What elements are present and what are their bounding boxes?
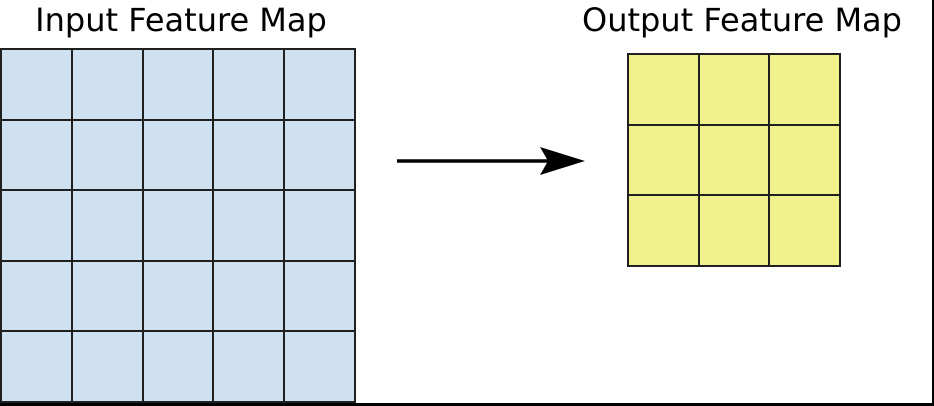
input-grid-cell — [143, 261, 213, 331]
output-grid-cell — [770, 55, 839, 124]
input-grid-cell — [72, 191, 142, 260]
input-grid-cell — [285, 50, 354, 119]
input-grid-cell — [2, 332, 71, 401]
input-feature-map-grid — [0, 48, 356, 403]
output-grid-cell — [629, 196, 698, 265]
input-grid-cell — [285, 191, 354, 260]
input-grid-cell — [143, 50, 213, 119]
input-grid-cell — [285, 261, 354, 331]
input-grid-cell — [2, 120, 71, 190]
output-grid-cell — [770, 125, 839, 195]
output-feature-map-grid — [627, 53, 841, 267]
input-grid-cell — [214, 50, 284, 119]
input-grid-cell — [214, 261, 284, 331]
output-grid-cell — [770, 196, 839, 265]
input-grid-cell — [214, 120, 284, 190]
input-grid-cell — [72, 120, 142, 190]
input-grid-cell — [72, 332, 142, 401]
output-grid-cell — [699, 196, 769, 265]
input-grid-cell — [214, 332, 284, 401]
output-grid-cell — [699, 55, 769, 124]
input-grid-cell — [72, 261, 142, 331]
flow-arrow-container — [390, 139, 590, 183]
input-grid-cell — [214, 191, 284, 260]
output-grid-cell — [629, 55, 698, 124]
input-grid-cell — [143, 120, 213, 190]
output-grid-cell — [629, 125, 698, 195]
right-arrow-icon — [397, 147, 585, 175]
input-grid-cell — [143, 191, 213, 260]
input-grid-cell — [143, 332, 213, 401]
input-grid-cell — [72, 50, 142, 119]
input-grid-cell — [285, 120, 354, 190]
input-grid-cell — [2, 50, 71, 119]
input-feature-map-title: Input Feature Map — [35, 1, 327, 39]
input-grid-cell — [2, 261, 71, 331]
output-feature-map-title: Output Feature Map — [582, 1, 902, 39]
output-grid-cell — [699, 125, 769, 195]
input-grid-cell — [2, 191, 71, 260]
input-grid-cell — [285, 332, 354, 401]
